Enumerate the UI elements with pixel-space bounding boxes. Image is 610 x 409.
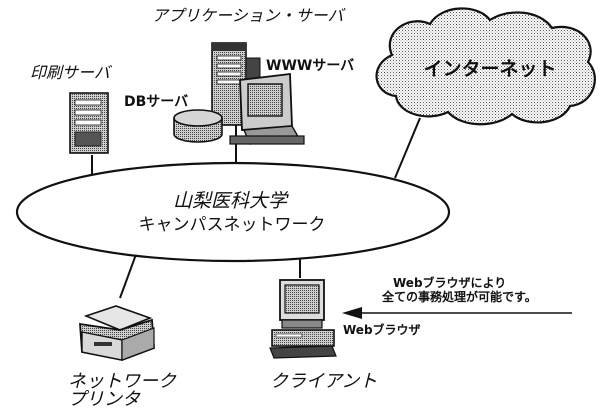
- campus-network-ellipse: [15, 161, 451, 263]
- db-server-icon: [173, 109, 223, 143]
- print-server-label: 印刷サーバ: [30, 63, 113, 82]
- web-browser-label: Webブラウザ: [343, 322, 421, 337]
- line-printer: [119, 248, 139, 299]
- internet-label: インターネット: [423, 58, 556, 80]
- browser-note-line1: Webブラウザにより: [393, 275, 506, 290]
- client-label: クライアント: [270, 371, 377, 392]
- www-server-monitor-icon: [229, 72, 305, 145]
- network-printer-label-line2: プリンタ: [68, 389, 141, 409]
- www-server-label: WWWサーバ: [266, 58, 354, 74]
- campus-name-line1: 山梨医科大学: [173, 190, 289, 212]
- browser-note-line2: 全ての事務処理が可能です。: [381, 289, 537, 304]
- client-computer-icon: [269, 279, 337, 359]
- cloud-icon: [375, 7, 596, 126]
- print-server-icon: [69, 92, 109, 154]
- printer-icon: [79, 305, 155, 361]
- line-internet: [394, 117, 421, 179]
- campus-name-line2: キャンパスネットワーク: [139, 215, 326, 235]
- app-server-label: アプリケーション・サーバ: [152, 6, 347, 25]
- arrow-icon: [342, 307, 572, 319]
- db-server-label: DBサーバ: [124, 94, 188, 110]
- network-printer-label-line1: ネットワーク: [68, 371, 177, 392]
